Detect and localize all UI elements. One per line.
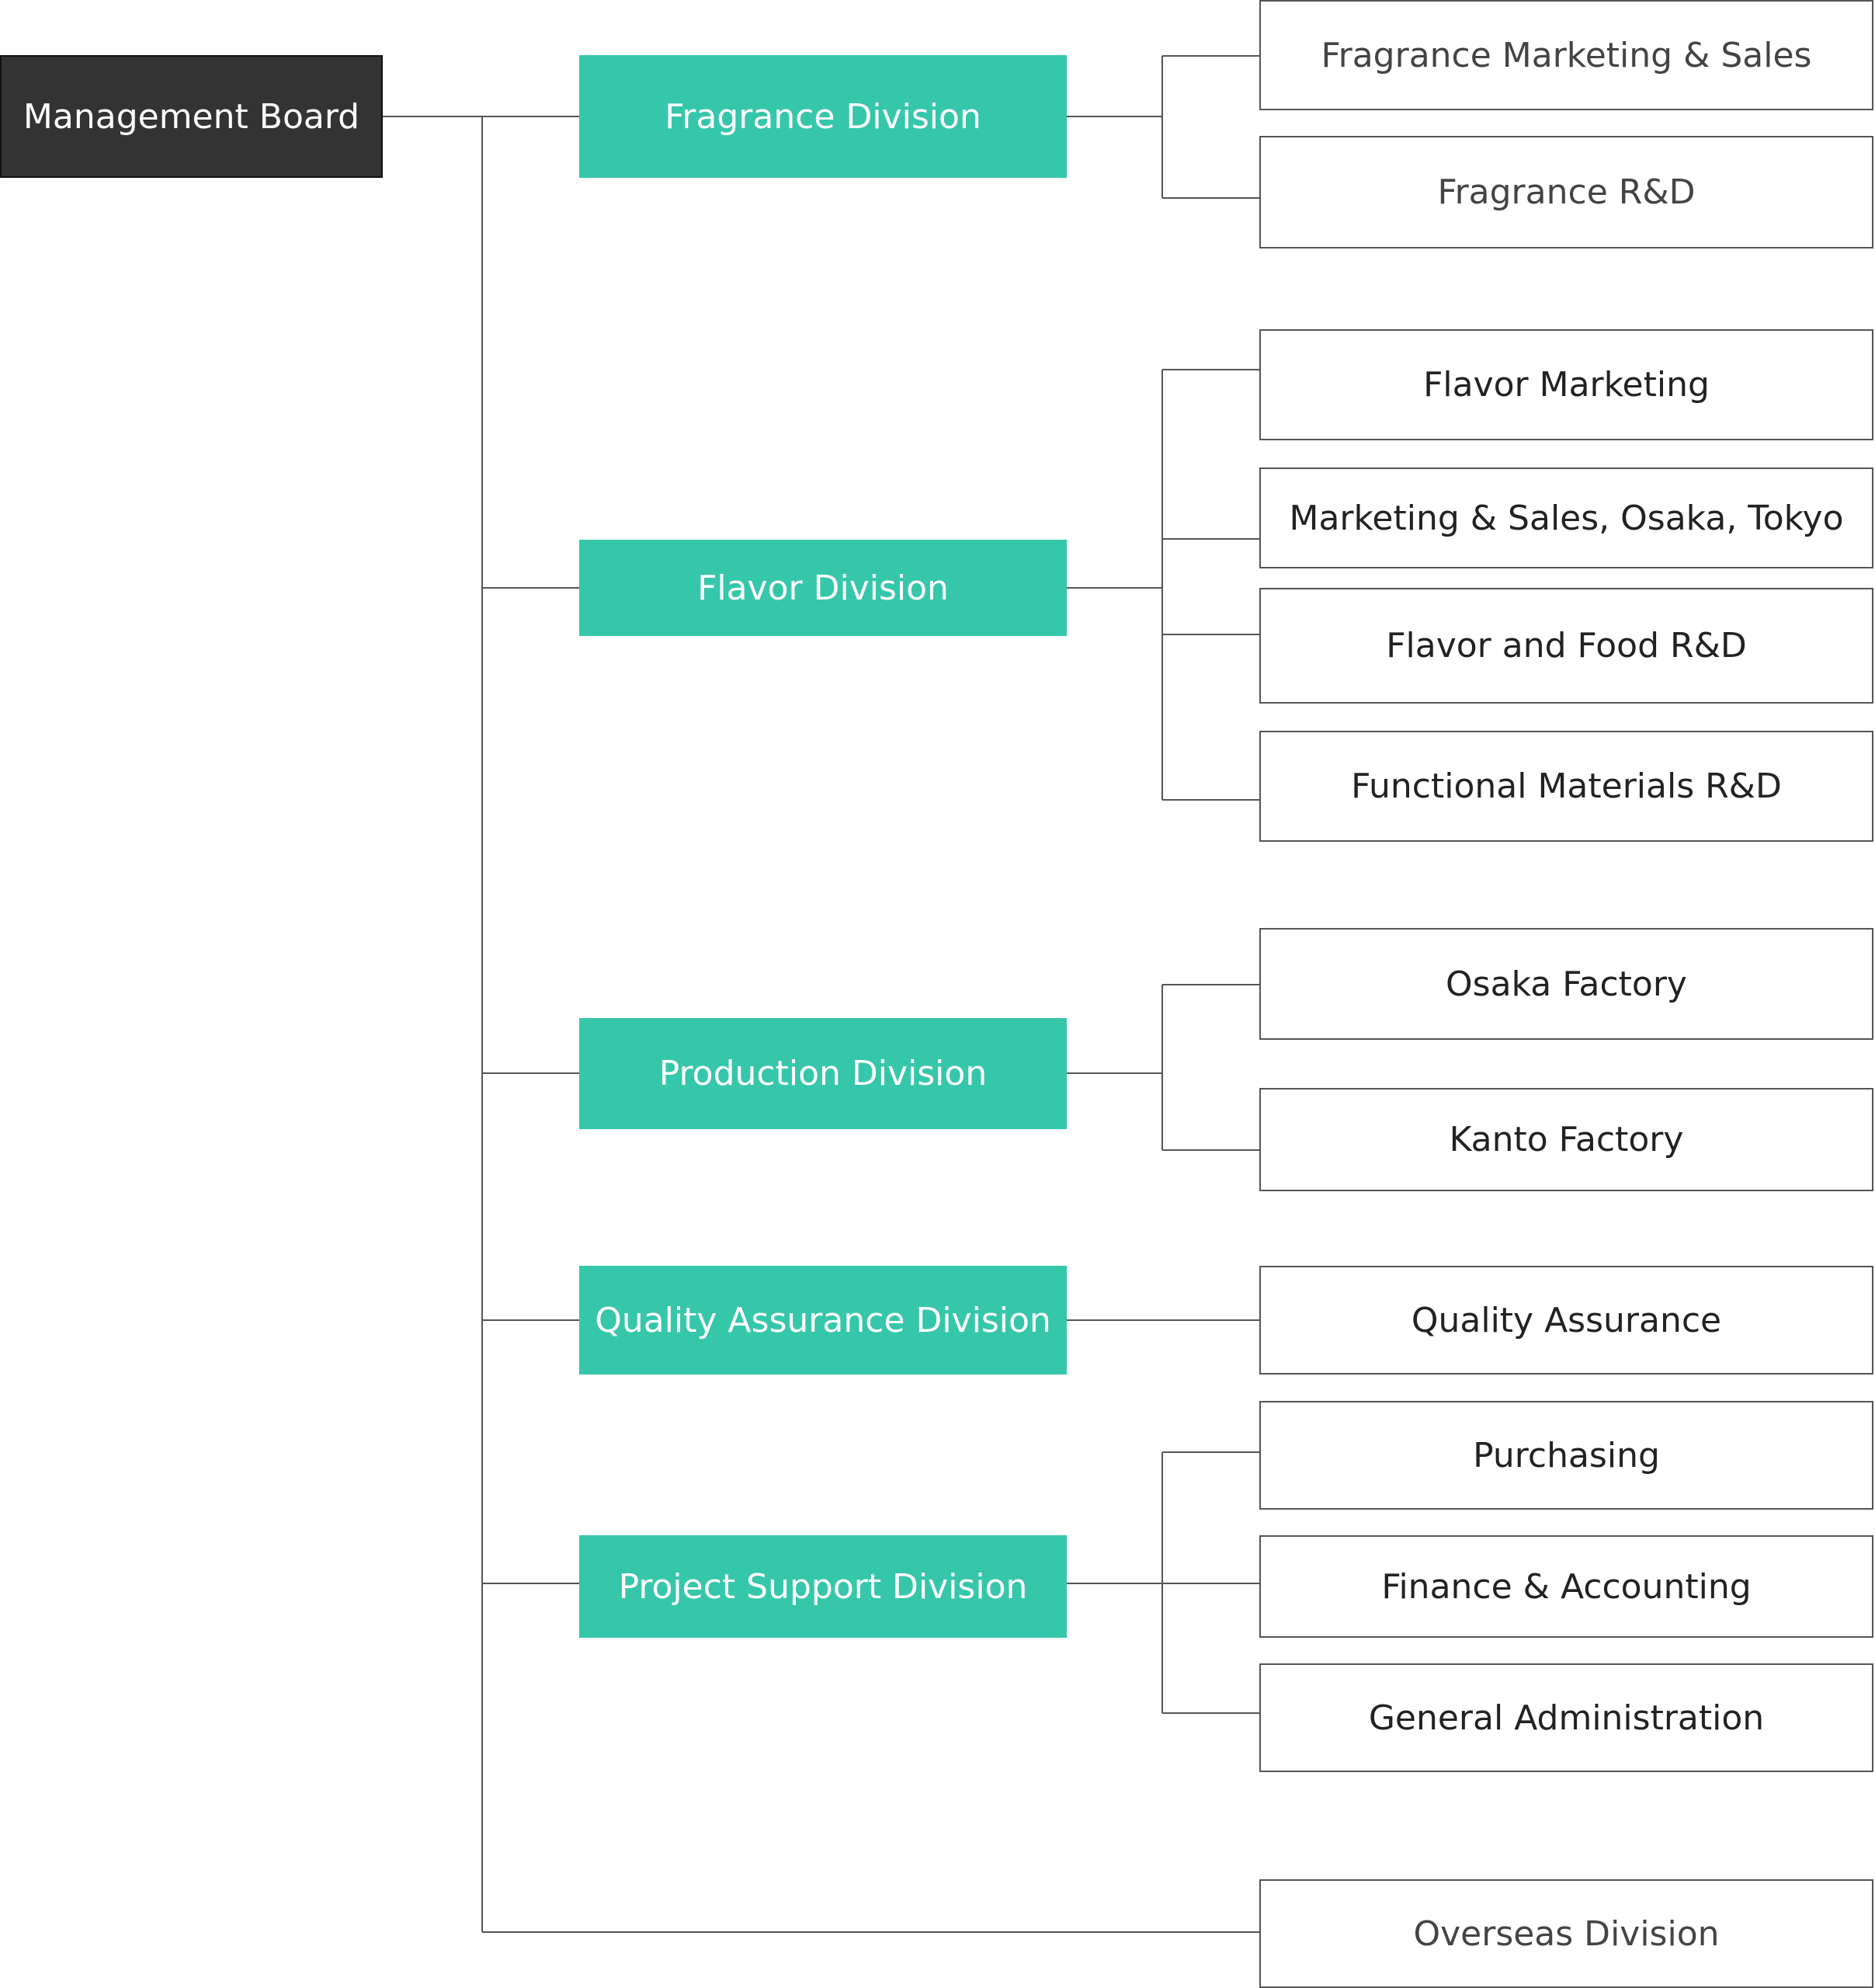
fragrance-division-label: Fragrance Division bbox=[665, 96, 981, 137]
unit-box-kanto-factory: Kanto Factory bbox=[1259, 1088, 1873, 1191]
overseas-division-box: Overseas Division bbox=[1259, 1879, 1873, 1988]
unit-label: Flavor Marketing bbox=[1423, 365, 1710, 405]
flavor-division-label: Flavor Division bbox=[697, 568, 949, 608]
unit-label: Quality Assurance bbox=[1411, 1300, 1722, 1340]
unit-box-general-administration: General Administration bbox=[1259, 1663, 1873, 1772]
unit-box-marketing-sales-osaka-tokyo: Marketing & Sales, Osaka, Tokyo bbox=[1259, 467, 1873, 568]
unit-label: Finance & Accounting bbox=[1381, 1566, 1752, 1607]
unit-label: Osaka Factory bbox=[1446, 964, 1687, 1004]
quality-assurance-division-box: Quality Assurance Division bbox=[579, 1266, 1067, 1375]
unit-label: Fragrance Marketing & Sales bbox=[1321, 35, 1812, 75]
production-division-box: Production Division bbox=[579, 1018, 1067, 1129]
unit-label: Purchasing bbox=[1473, 1435, 1660, 1475]
quality-assurance-division-label: Quality Assurance Division bbox=[595, 1300, 1051, 1340]
unit-box-purchasing: Purchasing bbox=[1259, 1401, 1873, 1510]
fragrance-division-box: Fragrance Division bbox=[579, 55, 1067, 178]
unit-label: Flavor and Food R&D bbox=[1386, 626, 1747, 666]
project-support-division-label: Project Support Division bbox=[618, 1566, 1028, 1607]
unit-box-fragrance-marketing-sales: Fragrance Marketing & Sales bbox=[1259, 0, 1873, 110]
unit-label: Fragrance R&D bbox=[1437, 172, 1696, 212]
project-support-division-box: Project Support Division bbox=[579, 1535, 1067, 1638]
unit-box-flavor-marketing: Flavor Marketing bbox=[1259, 329, 1873, 440]
unit-box-finance-accounting: Finance & Accounting bbox=[1259, 1535, 1873, 1638]
unit-box-quality-assurance: Quality Assurance bbox=[1259, 1266, 1873, 1375]
unit-label: Functional Materials R&D bbox=[1351, 766, 1782, 806]
overseas-division-label: Overseas Division bbox=[1413, 1913, 1720, 1954]
unit-box-osaka-factory: Osaka Factory bbox=[1259, 928, 1873, 1040]
management-board-label: Management Board bbox=[23, 96, 360, 137]
production-division-label: Production Division bbox=[658, 1054, 988, 1093]
unit-box-flavor-food-rd: Flavor and Food R&D bbox=[1259, 588, 1873, 704]
flavor-division-box: Flavor Division bbox=[579, 540, 1067, 636]
unit-label: Kanto Factory bbox=[1449, 1120, 1684, 1159]
unit-label: Marketing & Sales, Osaka, Tokyo bbox=[1289, 498, 1844, 538]
unit-box-functional-materials-rd: Functional Materials R&D bbox=[1259, 731, 1873, 842]
unit-box-fragrance-rd: Fragrance R&D bbox=[1259, 136, 1873, 248]
unit-label: General Administration bbox=[1368, 1698, 1765, 1738]
management-board-box: Management Board bbox=[0, 55, 383, 178]
